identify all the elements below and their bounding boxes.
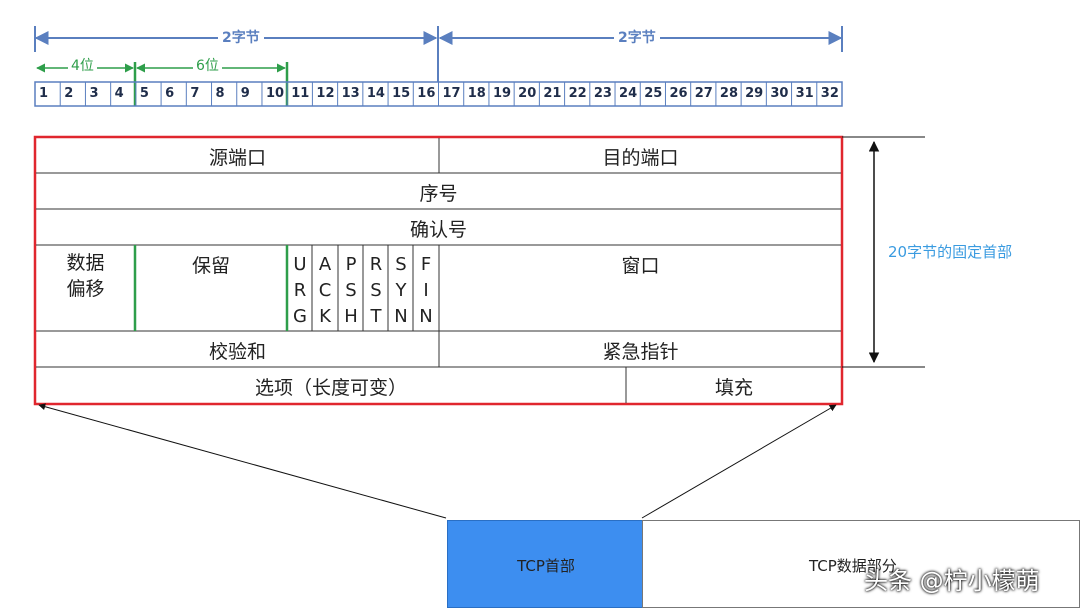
flag-letter: G bbox=[293, 306, 307, 327]
flag-letter: H bbox=[344, 306, 358, 327]
bit-number: 15 bbox=[392, 86, 411, 101]
tcp-header-label: TCP首部 bbox=[517, 557, 575, 575]
options-field: 选项（长度可变） bbox=[254, 377, 407, 399]
flag-letter: N bbox=[394, 306, 408, 327]
bit-number: 4 bbox=[114, 86, 124, 101]
flag-letter: F bbox=[420, 254, 432, 275]
bit-number: 7 bbox=[190, 86, 200, 101]
bit-number: 21 bbox=[543, 86, 562, 101]
watermark-text: 头条 @柠小檬萌 bbox=[864, 567, 1040, 595]
bit-number: 27 bbox=[694, 86, 713, 101]
flag-letter: A bbox=[318, 254, 332, 275]
bit-number: 22 bbox=[568, 86, 587, 101]
flag-letter: R bbox=[293, 280, 307, 301]
flag-letter: R bbox=[369, 254, 383, 275]
tcp-header-block: TCP首部 bbox=[447, 520, 643, 608]
flag-letter: T bbox=[370, 306, 382, 327]
bit-number: 12 bbox=[316, 86, 335, 101]
bit-number: 5 bbox=[139, 86, 149, 101]
window-field: 窗口 bbox=[621, 255, 660, 277]
data-offset-width-label: 4位 bbox=[68, 58, 97, 74]
source-port-field: 源端口 bbox=[208, 147, 266, 169]
data-offset-field: 数据 偏移 bbox=[36, 250, 135, 302]
bit-number: 1 bbox=[39, 86, 49, 101]
flag-letter: N bbox=[419, 306, 433, 327]
flag-letter: I bbox=[423, 280, 429, 301]
bit-number: 32 bbox=[820, 86, 839, 101]
flag-letter: K bbox=[319, 306, 331, 327]
data-offset-line-2: 偏移 bbox=[66, 278, 105, 300]
bit-number: 24 bbox=[619, 86, 638, 101]
bit-number: 2 bbox=[64, 86, 74, 101]
bit-number: 31 bbox=[795, 86, 814, 101]
right-2byte-label: 2字节 bbox=[614, 30, 660, 46]
flag-letter: S bbox=[395, 254, 407, 275]
bit-number: 9 bbox=[240, 86, 250, 101]
bit-number: 16 bbox=[417, 86, 436, 101]
bit-number: 11 bbox=[291, 86, 310, 101]
bit-number: 14 bbox=[366, 86, 385, 101]
bit-number: 10 bbox=[265, 86, 285, 101]
left-2byte-label: 2字节 bbox=[218, 30, 264, 46]
bit-number: 28 bbox=[719, 86, 738, 101]
bit-number: 30 bbox=[770, 86, 789, 101]
tcp-data-block: TCP数据部分 bbox=[642, 520, 1080, 608]
bit-number: 29 bbox=[745, 86, 764, 101]
reserved-field: 保留 bbox=[191, 255, 230, 277]
tcp-data-label: TCP数据部分 bbox=[809, 557, 897, 575]
flag-letter: S bbox=[370, 280, 382, 301]
flag-letter: U bbox=[293, 254, 307, 275]
dest-port-field: 目的端口 bbox=[602, 147, 679, 169]
bit-number: 17 bbox=[442, 86, 461, 101]
bit-number: 13 bbox=[341, 86, 360, 101]
bit-number: 3 bbox=[89, 86, 99, 101]
ack-number-field: 确认号 bbox=[409, 219, 467, 241]
flag-letter: S bbox=[345, 280, 357, 301]
fixed-header-note: 20字节的固定首部 bbox=[888, 243, 1013, 261]
bit-number: 8 bbox=[215, 86, 225, 101]
data-offset-line-1: 数据 bbox=[66, 252, 105, 274]
flag-letter: C bbox=[318, 280, 332, 301]
urgent-pointer-field: 紧急指针 bbox=[602, 341, 679, 363]
checksum-field: 校验和 bbox=[208, 341, 266, 363]
bit-number: 25 bbox=[644, 86, 663, 101]
padding-field: 填充 bbox=[714, 377, 753, 399]
bit-number: 18 bbox=[467, 86, 486, 101]
bit-number: 20 bbox=[518, 86, 537, 101]
reserved-width-label: 6位 bbox=[193, 58, 222, 74]
sequence-number-field: 序号 bbox=[419, 183, 458, 205]
bit-number: 23 bbox=[593, 86, 612, 101]
bit-number: 19 bbox=[492, 86, 512, 101]
bit-number: 26 bbox=[669, 86, 688, 101]
bit-number: 6 bbox=[165, 86, 175, 101]
flag-letter: P bbox=[345, 254, 357, 275]
flag-letter: Y bbox=[395, 280, 407, 301]
